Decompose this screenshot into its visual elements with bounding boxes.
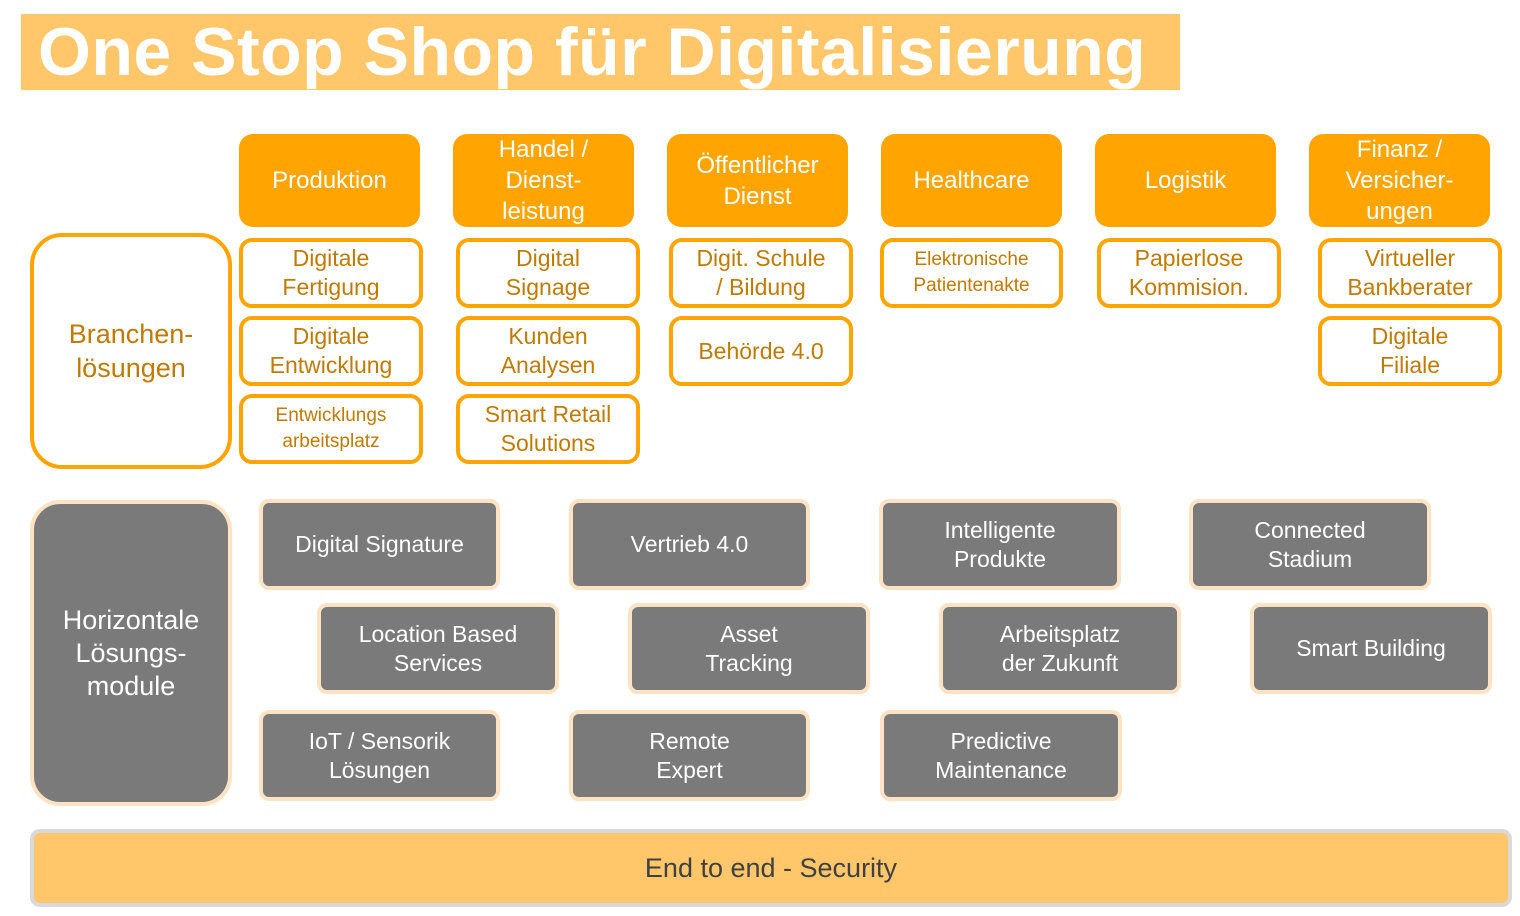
solution-kunden-analysen: Kunden Analysen [456, 316, 640, 386]
security-bar: End to end - Security [30, 829, 1512, 907]
industry-handel: Handel / Dienst- leistung [453, 134, 634, 227]
module-connected-stadium: Connected Stadium [1189, 499, 1431, 590]
solution-smart-retail: Smart Retail Solutions [456, 394, 640, 464]
solution-digitale-entwicklung: Digitale Entwicklung [239, 316, 423, 386]
solution-digital-signage: Digital Signage [456, 238, 640, 308]
industry-finanz: Finanz / Versicher- ungen [1309, 134, 1490, 227]
industry-logistik: Logistik [1095, 134, 1276, 227]
solution-entwicklungsarbeitsplatz: Entwicklungs arbeitsplatz [239, 394, 423, 464]
solution-virtueller-bankberater: Virtueller Bankberater [1318, 238, 1502, 308]
module-predictive-maintenance: Predictive Maintenance [880, 710, 1122, 801]
solution-digitale-fertigung: Digitale Fertigung [239, 238, 423, 308]
module-smart-building: Smart Building [1250, 603, 1492, 694]
solution-patientenakte: Elektronische Patientenakte [880, 238, 1063, 308]
module-vertrieb: Vertrieb 4.0 [569, 499, 810, 590]
solution-papierlose-kommision: Papierlose Kommision. [1097, 238, 1281, 308]
module-location-based-services: Location Based Services [317, 603, 559, 694]
page-title: One Stop Shop für Digitalisierung [38, 14, 1147, 90]
module-iot-sensorik: IoT / Sensorik Lösungen [259, 710, 500, 801]
module-remote-expert: Remote Expert [569, 710, 810, 801]
module-arbeitsplatz-der-zukunft: Arbeitsplatz der Zukunft [939, 603, 1181, 694]
industry-oeffentlicher-dienst: Öffentlicher Dienst [667, 134, 848, 227]
horizontale-loesungsmodule-label: Horizontale Lösungs- module [30, 500, 232, 806]
solution-digitale-filiale: Digitale Filiale [1318, 316, 1502, 386]
branchen-loesungen-label: Branchen- lösungen [30, 233, 232, 469]
solution-digit-schule: Digit. Schule / Bildung [669, 238, 853, 308]
module-intelligente-produkte: Intelligente Produkte [879, 499, 1121, 590]
industry-produktion: Produktion [239, 134, 420, 227]
title-banner [21, 14, 1180, 90]
solution-behoerde: Behörde 4.0 [669, 316, 853, 386]
industry-healthcare: Healthcare [881, 134, 1062, 227]
module-asset-tracking: Asset Tracking [628, 603, 870, 694]
module-digital-signature: Digital Signature [259, 499, 500, 590]
